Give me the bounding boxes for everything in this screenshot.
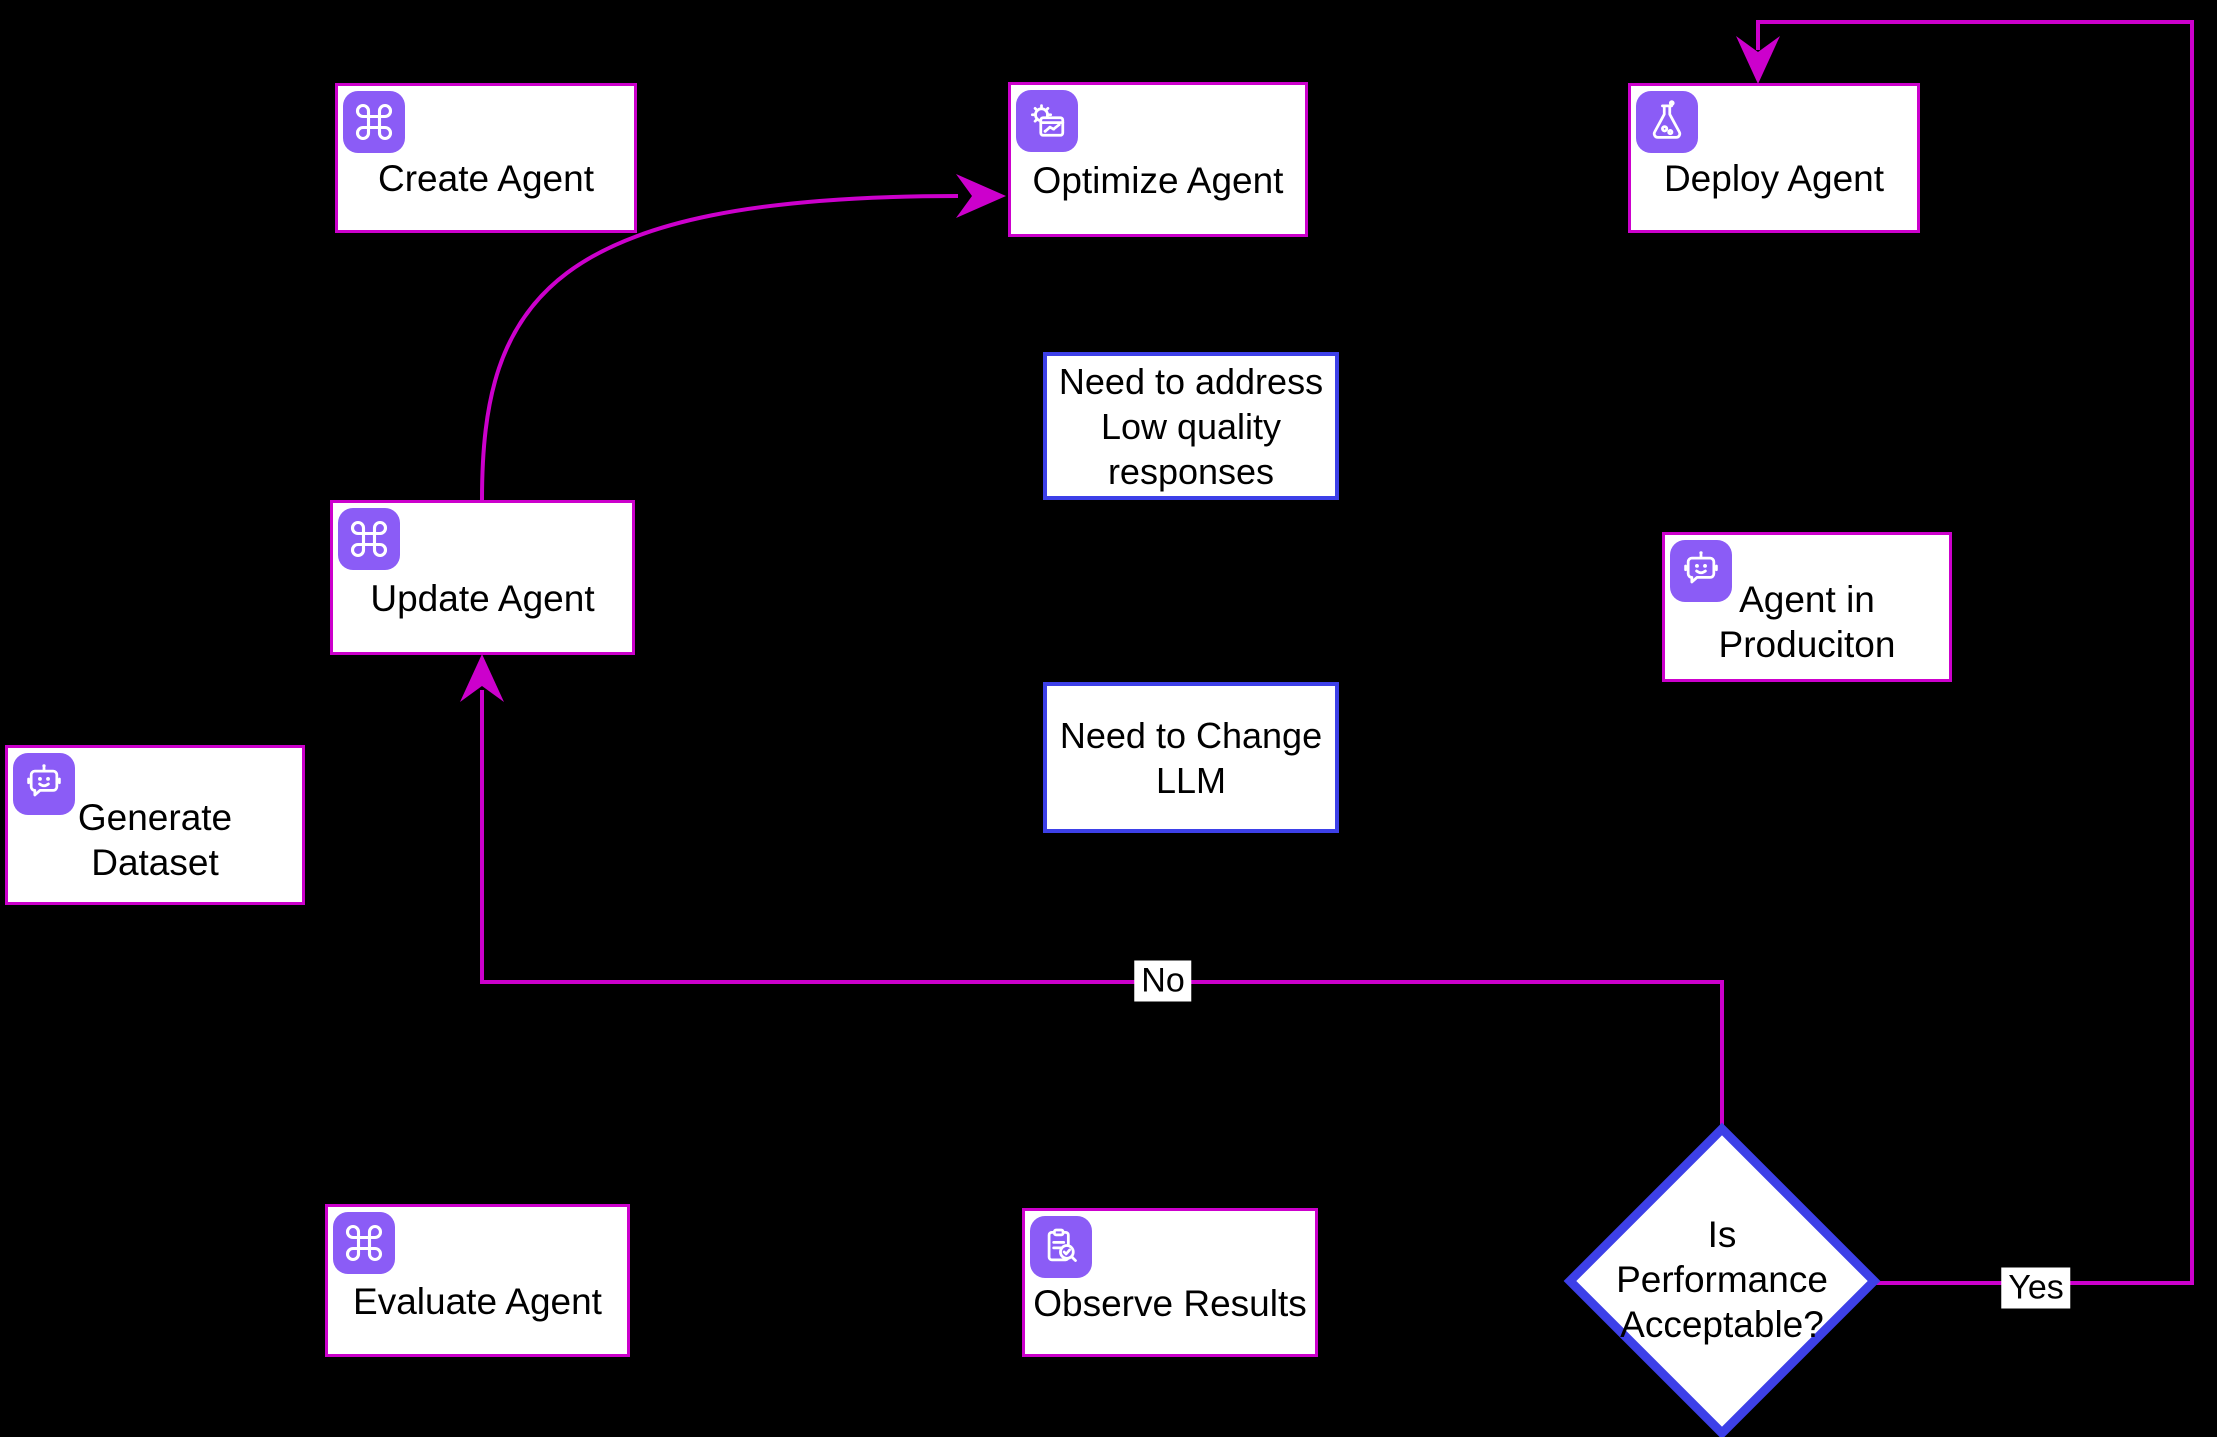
decision-text: Is Performance Acceptable? [1616, 1214, 1828, 1346]
node-label: Generate Dataset [77, 796, 233, 883]
node-observe-results: Observe Results [1022, 1208, 1318, 1357]
node-evaluate-agent: Evaluate Agent [325, 1204, 630, 1357]
robot-chat-icon [13, 753, 75, 815]
node-generate-dataset: Generate Dataset [5, 745, 305, 905]
edge-no [480, 690, 1724, 1129]
arrowhead-deploy [1736, 36, 1780, 84]
robot-chat-icon [1670, 540, 1732, 602]
node-label: Deploy Agent [1663, 158, 1885, 200]
edge-label-no: No [1134, 960, 1192, 1002]
note-change-llm: Need to Change LLM [1043, 682, 1339, 833]
node-agent-in-production: Agent in Produciton [1662, 532, 1952, 682]
command-icon [343, 91, 405, 153]
node-create-agent: Create Agent [335, 83, 637, 233]
node-label: Update Agent [370, 577, 595, 619]
node-label: Agent in Produciton [1718, 578, 1896, 665]
node-label: Optimize Agent [1032, 159, 1284, 201]
node-label: Evaluate Agent [353, 1280, 602, 1322]
note-low-quality-responses: Need to address Low quality responses [1043, 352, 1339, 500]
edge-update-to-optimize [480, 194, 959, 501]
edge-label-yes: Yes [2001, 1267, 2071, 1309]
gear-chart-icon [1016, 90, 1078, 152]
command-icon [333, 1212, 395, 1274]
arrowhead-optimize [956, 174, 1006, 218]
node-update-agent: Update Agent [330, 500, 635, 655]
clipboard-search-icon [1030, 1216, 1092, 1278]
node-deploy-agent: Deploy Agent [1628, 83, 1920, 233]
node-label: Create Agent [378, 158, 594, 200]
note-text: Need to address Low quality responses [1058, 360, 1324, 492]
flask-icon [1636, 91, 1698, 153]
edge-yes [1756, 20, 2194, 1285]
note-text: Need to Change LLM [1059, 714, 1323, 801]
decision-diamond [1563, 1122, 1881, 1437]
node-optimize-agent: Optimize Agent [1008, 82, 1308, 237]
command-icon [338, 508, 400, 570]
node-label: Observe Results [1033, 1282, 1307, 1324]
arrowhead-update [460, 654, 504, 702]
